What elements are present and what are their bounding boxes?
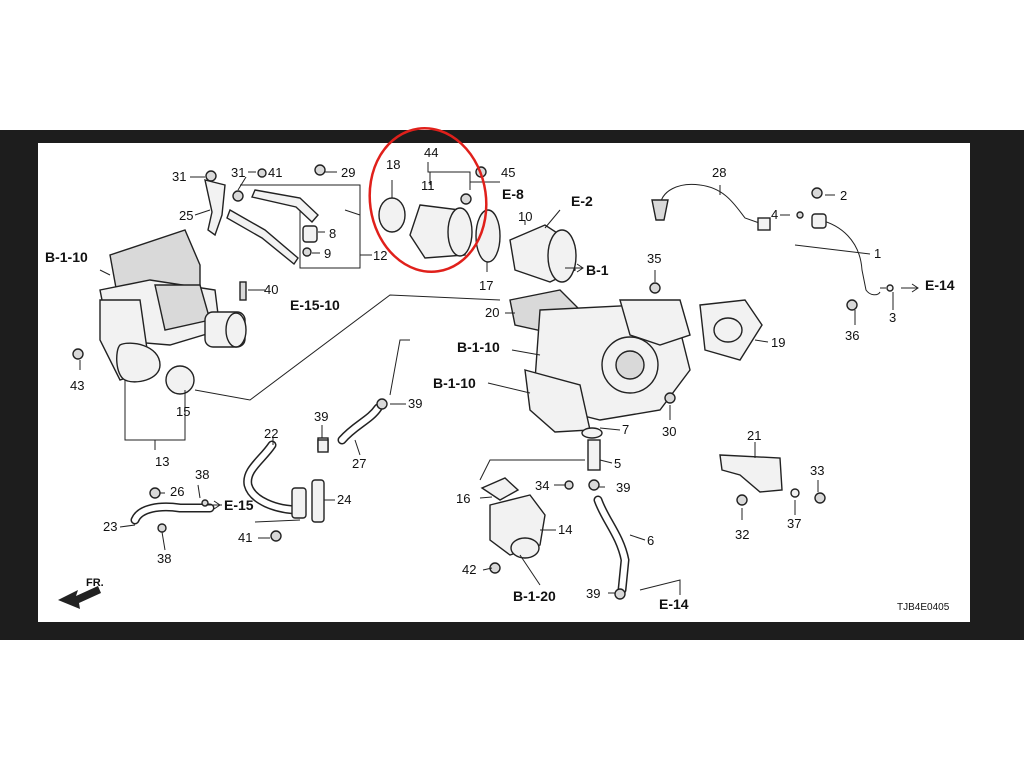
callout-41: 41 xyxy=(268,165,282,180)
callout-20: 20 xyxy=(485,305,499,320)
callout-8: 8 xyxy=(329,226,336,241)
callout-14: 14 xyxy=(558,522,572,537)
leader-lines xyxy=(79,162,894,595)
callout-31: 31 xyxy=(172,169,186,184)
ref-e-14-bottom: E-14 xyxy=(659,596,689,612)
pipe-24 xyxy=(311,479,325,523)
callout-10: 10 xyxy=(518,209,532,224)
ref-e-2: E-2 xyxy=(571,193,593,209)
callout-29: 29 xyxy=(341,165,355,180)
callout-21: 21 xyxy=(747,428,761,443)
callout-28: 28 xyxy=(712,165,726,180)
callout-39: 39 xyxy=(616,480,630,495)
turbocharger-assembly xyxy=(509,282,763,433)
callout-35: 35 xyxy=(647,251,661,266)
callout-24: 24 xyxy=(337,492,351,507)
callout-42: 42 xyxy=(462,562,476,577)
callout-17: 17 xyxy=(479,278,493,293)
callout-1: 1 xyxy=(874,246,881,261)
callout-44: 44 xyxy=(424,145,438,160)
ref-b-1-10-mid2: B-1-10 xyxy=(433,375,476,391)
callout-41: 41 xyxy=(238,530,252,545)
callout-38: 38 xyxy=(157,551,171,566)
ref-b-1: B-1 xyxy=(586,262,609,278)
callout-39: 39 xyxy=(586,586,600,601)
ref-b-1-10-mid: B-1-10 xyxy=(457,339,500,355)
front-direction-arrow: FR. xyxy=(58,577,104,609)
callout-38: 38 xyxy=(195,467,209,482)
callout-18: 18 xyxy=(386,157,400,172)
callout-22: 22 xyxy=(264,426,278,441)
bracket-21 xyxy=(719,454,826,506)
air-cleaner-assembly xyxy=(99,229,247,383)
callout-43: 43 xyxy=(70,378,84,393)
callout-19: 19 xyxy=(771,335,785,350)
hose-23 xyxy=(130,487,307,525)
callout-40: 40 xyxy=(264,282,278,297)
ref-e-14-right: E-14 xyxy=(925,277,955,293)
callout-30: 30 xyxy=(662,424,676,439)
intake-hose-11 xyxy=(378,166,501,263)
highlight-circle xyxy=(368,126,488,274)
callout-25: 25 xyxy=(179,208,193,223)
callout-34: 34 xyxy=(535,478,549,493)
callout-3: 3 xyxy=(889,310,896,325)
callout-45: 45 xyxy=(501,165,515,180)
callout-23: 23 xyxy=(103,519,117,534)
direction-label: FR. xyxy=(86,577,104,589)
callout-12: 12 xyxy=(373,248,387,263)
hose-6 xyxy=(564,427,630,600)
ref-b-1-20: B-1-20 xyxy=(513,588,556,604)
bracket-assembly-25 xyxy=(72,164,326,360)
callout-32: 32 xyxy=(735,527,749,542)
reference-labels: B-1-10 E-15-10 E-8 E-2 B-1 E-14 B-1-10 B… xyxy=(45,186,955,612)
callout-4: 4 xyxy=(771,207,778,222)
clamp-15 xyxy=(165,365,195,395)
ref-b-1-10-left: B-1-10 xyxy=(45,249,88,265)
intake-duct-10 xyxy=(509,224,577,283)
callout-27: 27 xyxy=(352,456,366,471)
callout-labels: 31 31 41 29 25 8 9 12 40 43 15 13 18 44 … xyxy=(70,145,896,601)
callout-6: 6 xyxy=(647,533,654,548)
diagram-code: TJB4E0405 xyxy=(897,602,950,613)
callout-39: 39 xyxy=(314,409,328,424)
callout-31: 31 xyxy=(231,165,245,180)
callout-16: 16 xyxy=(456,491,470,506)
reference-arrows xyxy=(206,263,919,510)
callout-26: 26 xyxy=(170,484,184,499)
callout-11: 11 xyxy=(421,178,435,193)
callout-36: 36 xyxy=(845,328,859,343)
ref-e-15: E-15 xyxy=(224,497,254,513)
callout-13: 13 xyxy=(155,454,169,469)
actuator-14 xyxy=(480,477,546,574)
ref-e-8: E-8 xyxy=(502,186,524,202)
callout-15: 15 xyxy=(176,404,190,419)
oxygen-sensor-28 xyxy=(651,183,894,311)
callout-7: 7 xyxy=(622,422,629,437)
callout-39: 39 xyxy=(408,396,422,411)
callout-5: 5 xyxy=(614,456,621,471)
callout-37: 37 xyxy=(787,516,801,531)
callout-2: 2 xyxy=(840,188,847,203)
ref-e-15-10: E-15-10 xyxy=(290,297,340,313)
callout-9: 9 xyxy=(324,246,331,261)
callout-33: 33 xyxy=(810,463,824,478)
hose-22 xyxy=(243,440,305,515)
